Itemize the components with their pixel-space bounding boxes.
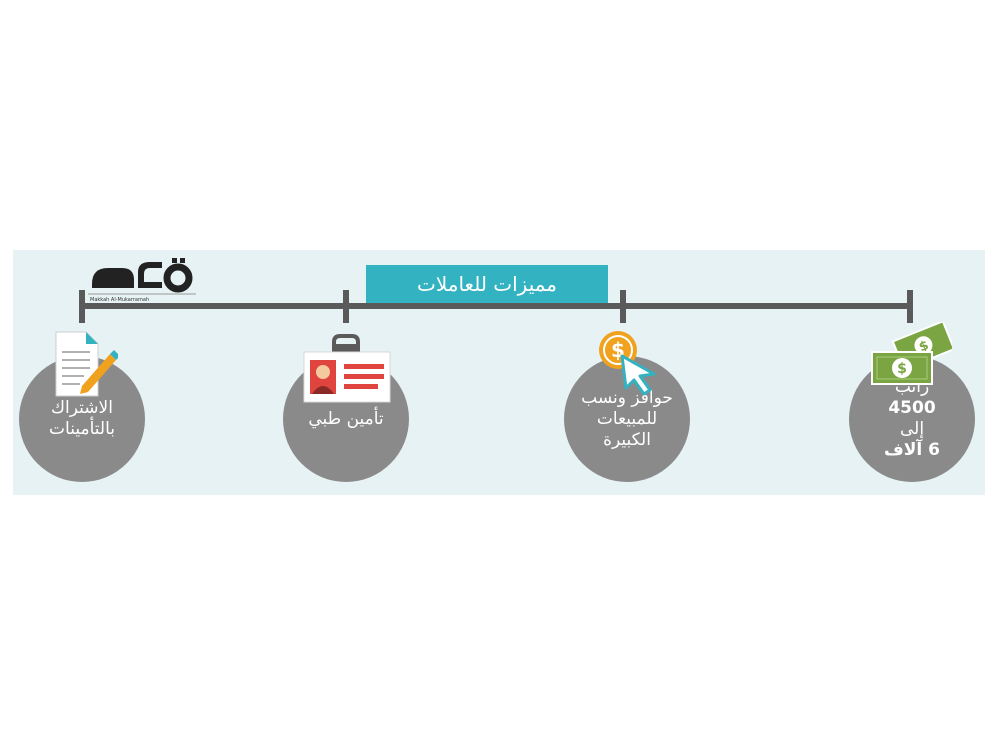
money-bills-icon: $ $: [871, 322, 952, 385]
node-label: 4500: [888, 398, 936, 418]
makkah-logo: Makkah Al-Mukarramah: [88, 254, 196, 303]
node-label: الاشتراك: [51, 398, 113, 418]
node-label: حوافز ونسب: [581, 387, 673, 408]
id-card-icon: [303, 334, 391, 403]
node-label: إلى: [899, 419, 925, 439]
title-banner: مميزات للعاملات: [366, 265, 608, 303]
node-salary: راتب 4500 إلى 6 آلاف: [849, 356, 975, 482]
document-pencil-icon: [55, 331, 118, 397]
svg-text:Makkah Al-Mukarramah: Makkah Al-Mukarramah: [90, 297, 149, 302]
makkah-logo-mark: Makkah Al-Mukarramah: [88, 258, 196, 303]
node-label: للمبيعات: [596, 408, 658, 429]
node-label: الكبيرة: [603, 429, 651, 450]
node-label: بالتأمينات: [49, 419, 115, 439]
svg-text:$: $: [897, 361, 907, 377]
coin-cursor-icon: $: [599, 331, 656, 396]
node-label: تأمين طبي: [308, 408, 384, 429]
node-label: 6 آلاف: [884, 440, 940, 460]
